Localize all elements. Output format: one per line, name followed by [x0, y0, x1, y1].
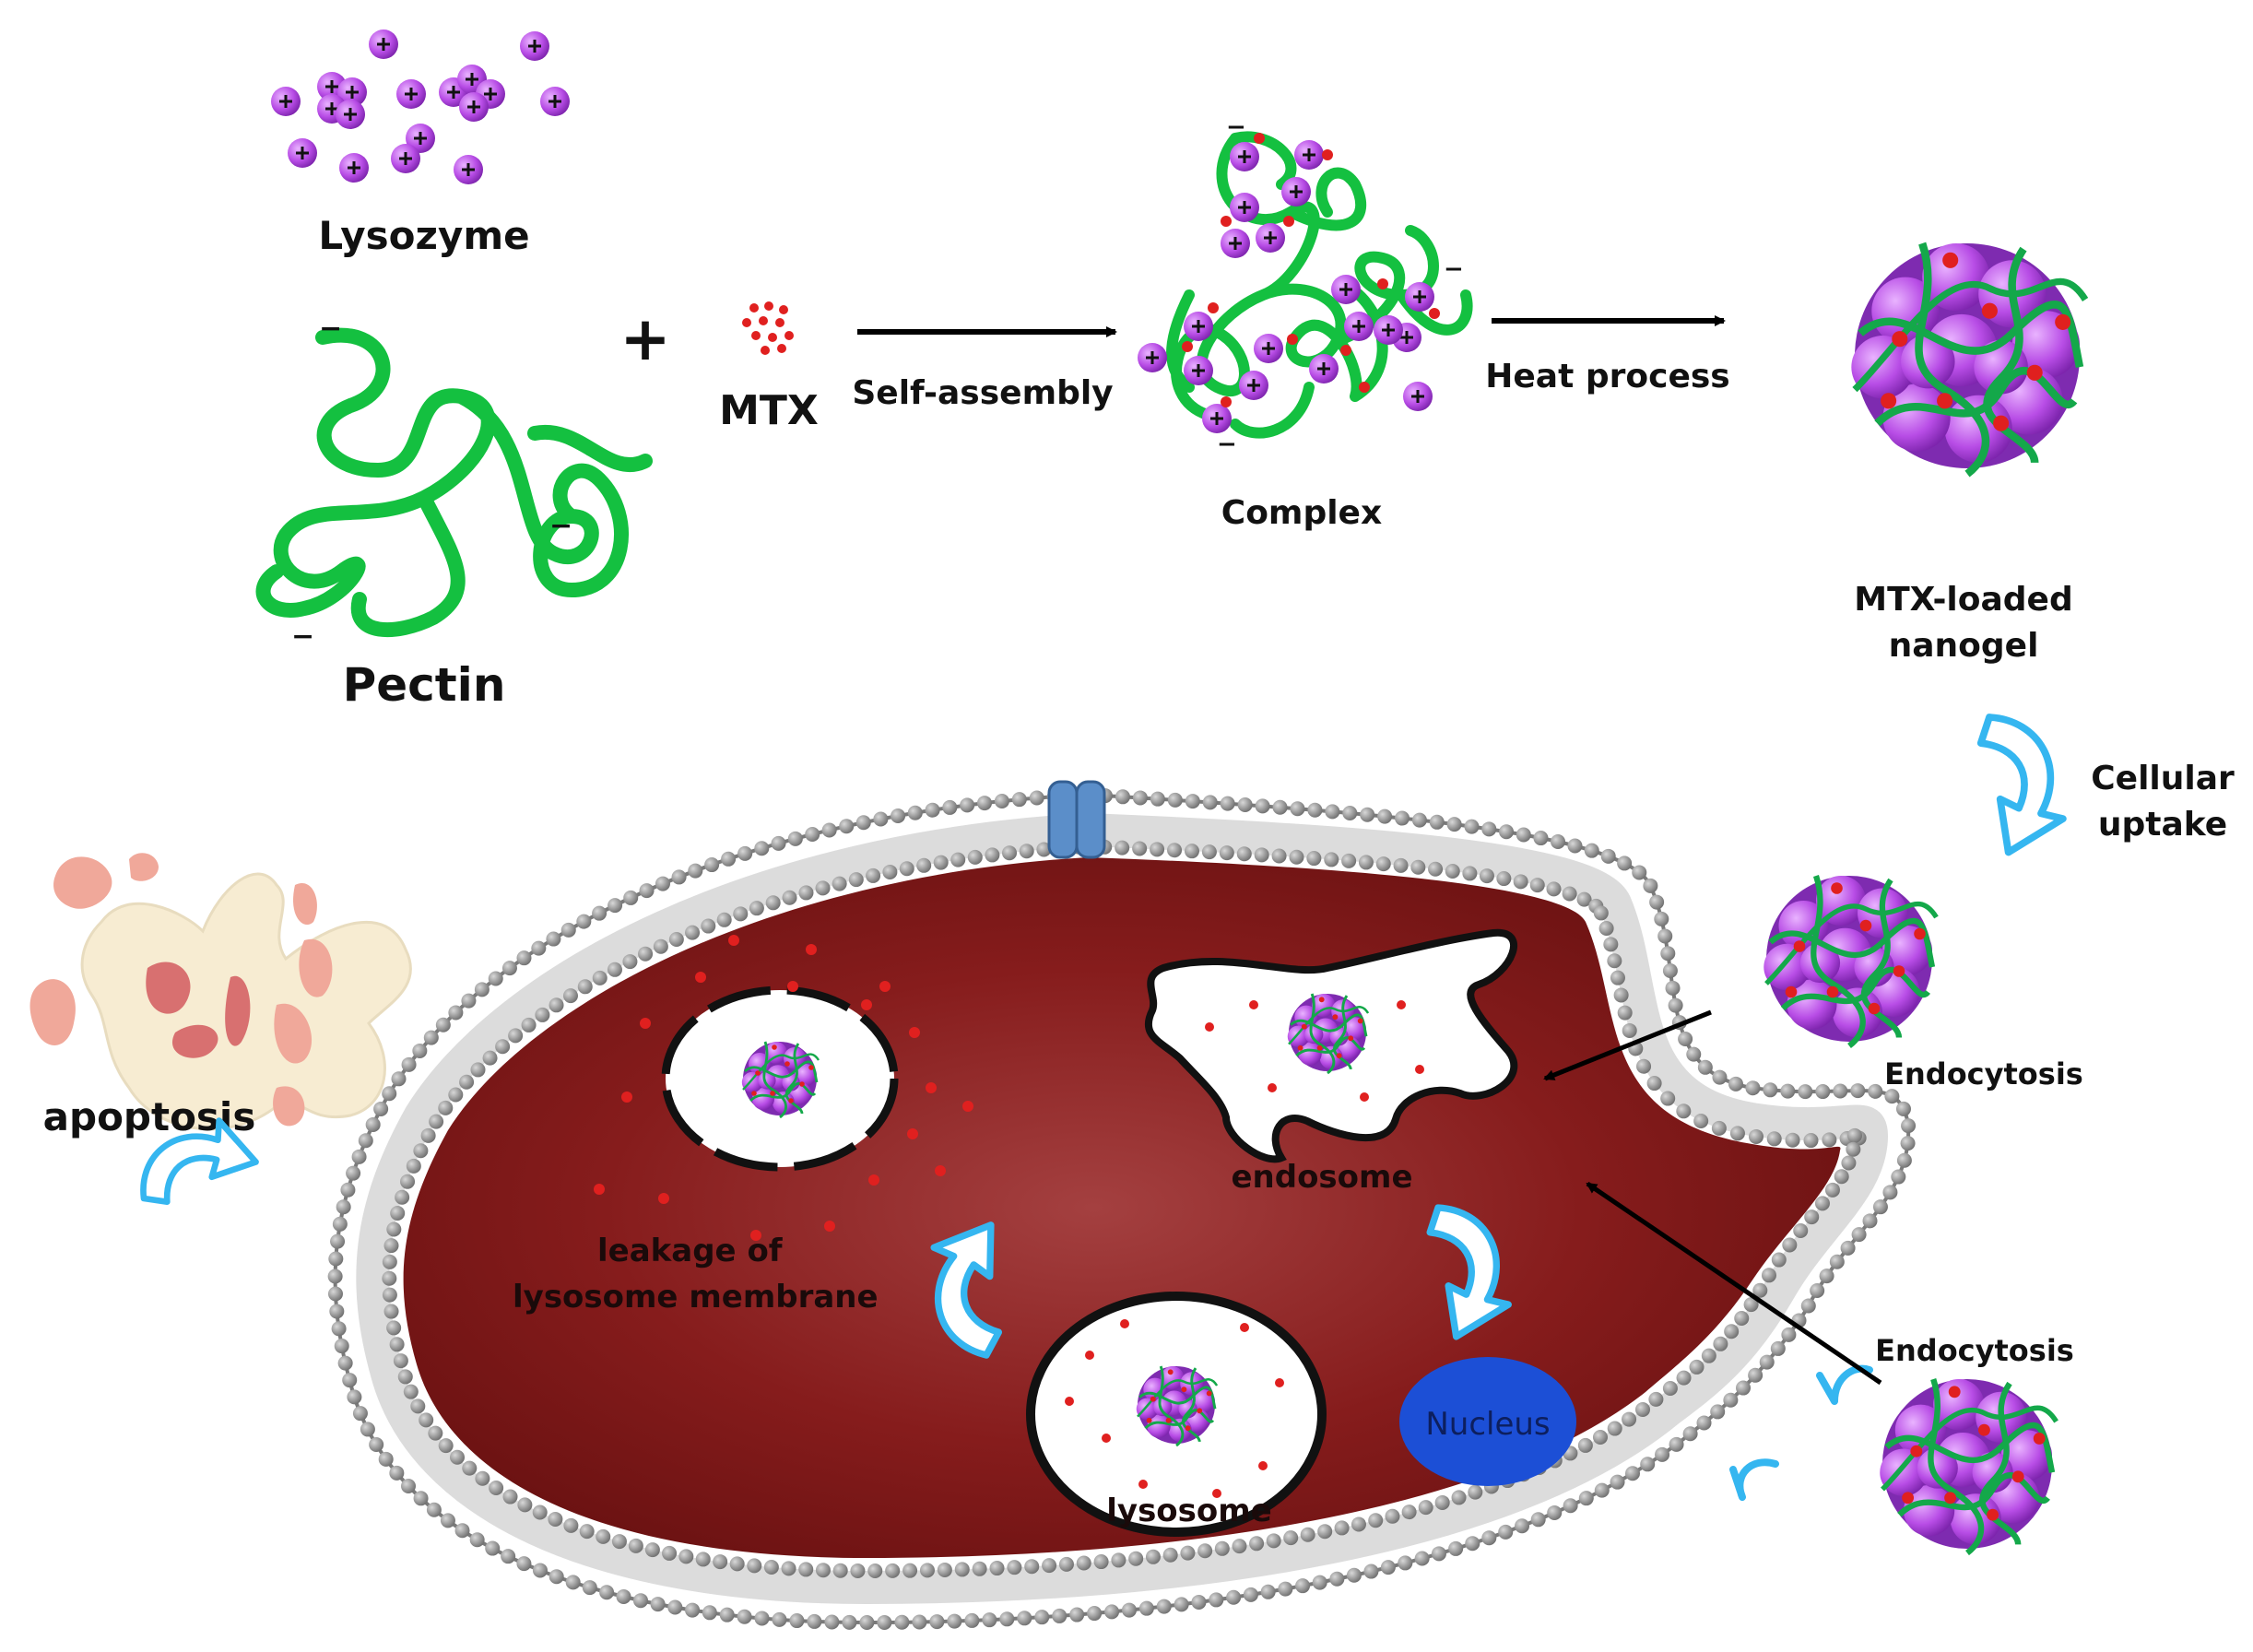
- pectin-charge-right: −: [549, 510, 572, 542]
- lysosome-label: lysosome: [1106, 1493, 1272, 1529]
- mtx-loaded-nanogel: [1851, 243, 2085, 474]
- nanogel-endocytosis-bottom: [1880, 1379, 2056, 1553]
- endocytosis-label-bottom: Endocytosis: [1875, 1333, 2074, 1368]
- cellular-uptake-label-line1: Cellular: [2091, 760, 2235, 797]
- endosome-label: endosome: [1231, 1159, 1412, 1196]
- heat-process-label: Heat process: [1485, 358, 1729, 395]
- pectin-chain: [255, 327, 653, 638]
- leakage-label-line2: lysosome membrane: [513, 1279, 879, 1316]
- self-assembly-label: Self-assembly: [852, 374, 1113, 412]
- cellular-uptake-label-line2: uptake: [2098, 806, 2227, 844]
- complex-charge-top: −: [1226, 113, 1246, 141]
- mtx-label: MTX: [719, 387, 819, 434]
- nucleus: [1399, 1357, 1576, 1486]
- endocytosis-arrow-bottom: [1586, 1181, 1882, 1386]
- endocytosis-arrow-top: [1543, 1009, 1712, 1081]
- complex-label: Complex: [1221, 494, 1382, 532]
- lysosome: [1026, 1292, 1327, 1537]
- nucleus-label: Nucleus: [1425, 1406, 1550, 1443]
- pectin-charge-top: −: [319, 313, 342, 345]
- nanogel-endocytosis-top: [1763, 876, 1936, 1046]
- complex-structure: [1136, 131, 1473, 439]
- cellular-uptake-arrow: [1930, 706, 2092, 866]
- membrane-channel: [1047, 780, 1106, 859]
- endocytosis-label-top: Endocytosis: [1884, 1056, 2083, 1092]
- lysozyme-molecules: [269, 28, 572, 186]
- cell-membrane: [327, 787, 1917, 1630]
- mtx-drug-dots: [742, 301, 794, 355]
- complex-charge-right: −: [1444, 255, 1464, 283]
- pectin-charge-bottom: −: [291, 620, 314, 653]
- nanogel-label-line2: nanogel: [1889, 627, 2039, 665]
- leaking-lysosome: [594, 935, 973, 1241]
- pectin-label: Pectin: [343, 658, 506, 712]
- membrane-receptors: [1729, 1364, 1873, 1501]
- complex-charge-bottom: −: [1217, 431, 1237, 458]
- plus-sign: +: [619, 303, 670, 374]
- endosome: [1144, 928, 1518, 1163]
- leakage-label-line1: leakage of: [597, 1233, 784, 1269]
- lysozyme-label: Lysozyme: [318, 213, 529, 258]
- apoptotic-cell: [29, 853, 412, 1131]
- nanogel-label-line1: MTX-loaded: [1854, 581, 2072, 619]
